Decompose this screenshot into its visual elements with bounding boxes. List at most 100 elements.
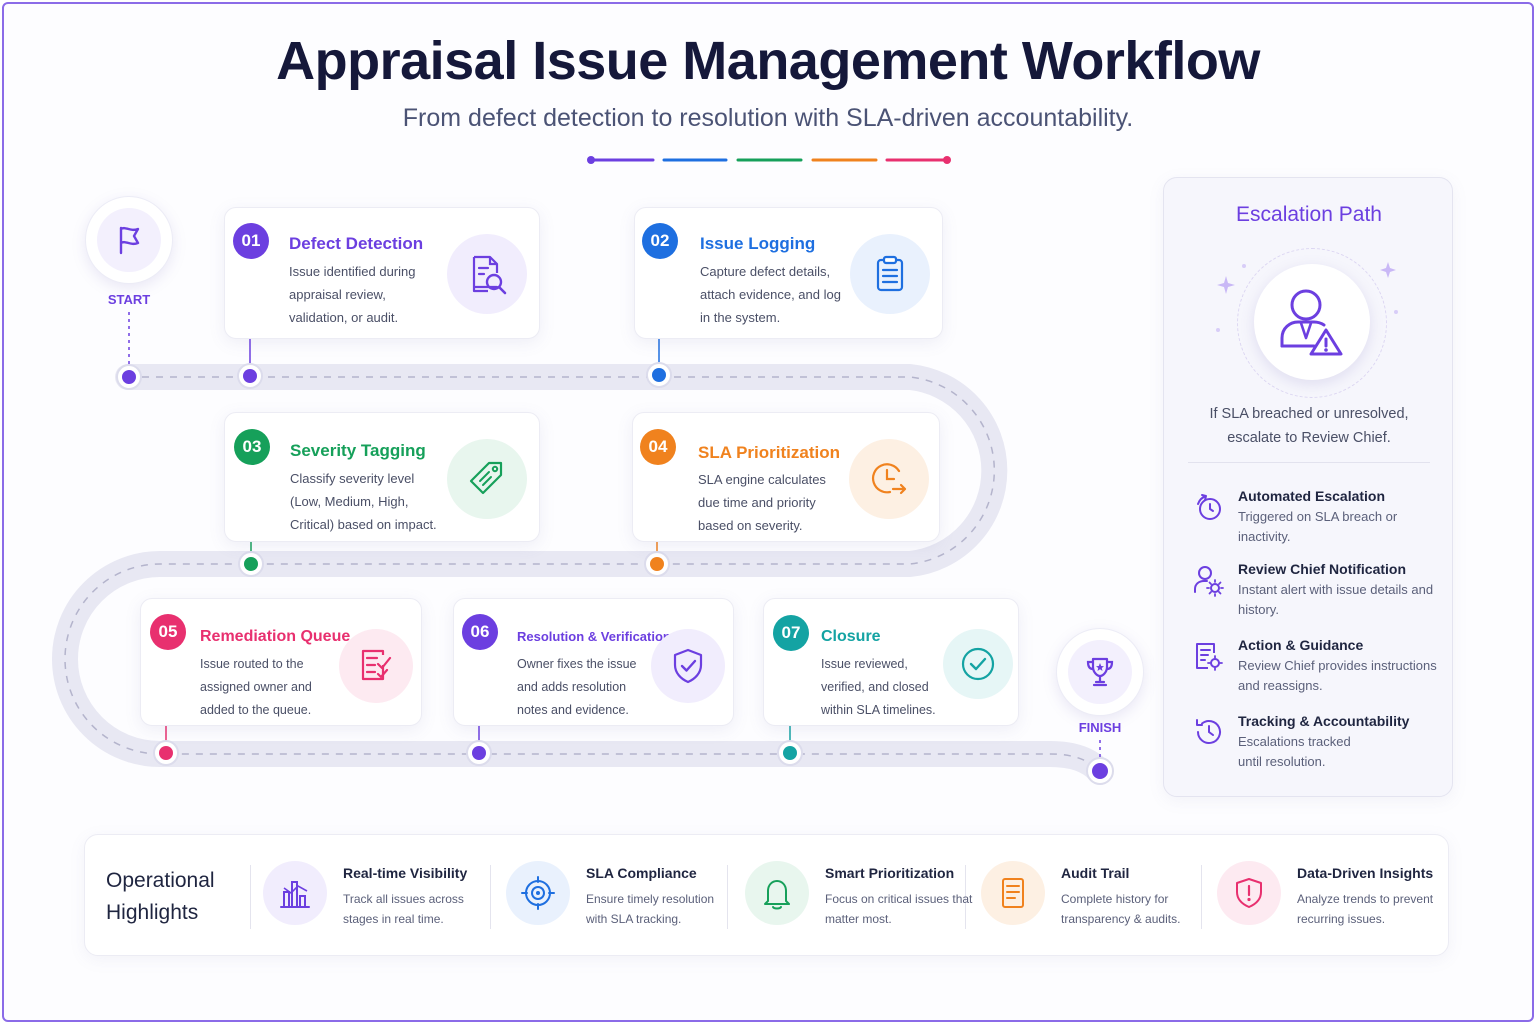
step-description: SLA engine calculates due time and prior… [698, 472, 826, 533]
highlight-description: Track all issues across stages in real t… [343, 892, 464, 926]
title-decoration [587, 156, 951, 164]
highlight-title: SLA Compliance [586, 865, 697, 881]
flag-icon [119, 226, 140, 255]
path-node-start [116, 364, 142, 390]
step-number-badge: 01 [233, 223, 269, 259]
path-node-02 [646, 362, 672, 388]
highlight-title: Audit Trail [1061, 865, 1130, 881]
highlight-description: Ensure timely resolution with SLA tracki… [586, 892, 715, 926]
step-number-badge: 04 [640, 429, 676, 465]
avatar-ring [1237, 248, 1387, 398]
document-search-icon [447, 234, 527, 314]
step-description: Issue identified during appraisal review… [289, 264, 416, 325]
finish-label: FINISH [1078, 720, 1122, 735]
bar-chart-icon [263, 861, 327, 925]
step-description: Issue reviewed, verified, and closed wit… [821, 657, 936, 717]
step-number-badge: 02 [642, 223, 678, 259]
path-node-06 [466, 740, 492, 766]
sparkle-decoration [1216, 262, 1398, 332]
divider [250, 865, 251, 929]
escalation-item-title: Automated Escalation [1238, 488, 1386, 504]
highlight-data-driven-insights: Data-Driven Insights Analyze trends to p… [1217, 861, 1447, 931]
path-node-07 [777, 740, 803, 766]
highlight-audit-trail: Audit Trail Complete history for transpa… [981, 861, 1211, 931]
escalation-item-automated: Automated Escalation Triggered on SLA br… [1192, 488, 1442, 548]
highlight-sla-compliance: SLA Compliance Ensure timely resolution … [506, 861, 736, 931]
divider [1201, 865, 1202, 929]
divider [965, 865, 966, 929]
step-card-07[interactable]: 07 Closure Issue reviewed, verified, and… [763, 598, 1019, 726]
escalation-item-title: Review Chief Notification [1238, 561, 1407, 577]
start-label: START [107, 292, 151, 307]
highlight-smart-prioritization: Smart Prioritization Focus on critical i… [745, 861, 975, 931]
bell-icon [745, 861, 809, 925]
user-gear-icon [1192, 563, 1226, 597]
step-title: Issue Logging [700, 234, 816, 253]
step-card-05[interactable]: 05 Remediation Queue Issue routed to the… [140, 598, 422, 726]
step-card-04[interactable]: 04 SLA Prioritization SLA engine calcula… [632, 412, 940, 542]
step-title: Defect Detection [289, 234, 424, 253]
escalation-title: Escalation Path [1236, 203, 1382, 226]
clock-arrow-icon [849, 439, 929, 519]
escalation-item-tracking: Tracking & Accountability Escalations tr… [1192, 713, 1442, 773]
highlight-title: Data-Driven Insights [1297, 865, 1434, 881]
start-marker: START [85, 196, 173, 307]
step-card-02[interactable]: 02 Issue Logging Capture defect details,… [634, 207, 943, 339]
step-title: Resolution & Verification [517, 629, 671, 644]
document-icon [981, 861, 1045, 925]
highlight-description: Focus on critical issues that matter mos… [825, 892, 973, 926]
step-card-01[interactable]: 01 Defect Detection Issue identified dur… [224, 207, 540, 339]
review-chief-avatar [1254, 264, 1370, 380]
escalation-item-guidance: Action & Guidance Review Chief provides … [1192, 637, 1442, 697]
highlight-title: Real-time Visibility [343, 865, 468, 881]
step-number-badge: 05 [150, 614, 186, 650]
escalation-item-title: Action & Guidance [1238, 637, 1364, 653]
escalation-item-description: Review Chief provides instructions and r… [1238, 658, 1437, 693]
path-node-04 [644, 551, 670, 577]
step-title: SLA Prioritization [698, 443, 840, 462]
path-node-finish [1086, 757, 1114, 785]
clipboard-icon [850, 234, 930, 314]
page-subtitle: From defect detection to resolution with… [402, 104, 1134, 132]
escalation-item-title: Tracking & Accountability [1238, 713, 1410, 729]
checklist-icon [339, 629, 413, 703]
tag-icon [447, 439, 527, 519]
step-number-badge: 06 [462, 614, 498, 650]
highlight-description: Analyze trends to prevent recurring issu… [1297, 892, 1434, 926]
highlights-title: Operational Highlights [106, 869, 215, 924]
step-title: Severity Tagging [290, 441, 426, 460]
finish-marker: FINISH [1056, 628, 1144, 735]
escalation-description: If SLA breached or unresolved, escalate … [1209, 406, 1409, 446]
step-title: Closure [821, 628, 881, 645]
step-number-badge: 07 [773, 615, 809, 651]
divider [727, 865, 728, 929]
shield-check-icon [651, 629, 725, 703]
shield-alert-icon [1217, 861, 1281, 925]
path-node-05 [153, 740, 179, 766]
escalation-item-notification: Review Chief Notification Instant alert … [1192, 561, 1442, 621]
step-description: Classify severity level (Low, Medium, Hi… [290, 471, 437, 532]
guidance-doc-icon [1192, 639, 1226, 673]
divider [490, 865, 491, 929]
timer-escalation-icon [1192, 490, 1226, 524]
step-description: Capture defect details, attach evidence,… [700, 264, 841, 325]
step-card-06[interactable]: 06 Resolution & Verification Owner fixes… [453, 598, 734, 726]
highlight-title: Smart Prioritization [825, 865, 955, 881]
step-description: Owner fixes the issue and adds resolutio… [517, 657, 637, 717]
operational-highlights: Operational Highlights Real-time Visibil… [84, 834, 1449, 956]
highlight-description: Complete history for transparency & audi… [1061, 892, 1181, 926]
path-node-03 [238, 551, 264, 577]
history-icon [1192, 715, 1226, 749]
page-title: Appraisal Issue Management Workflow [276, 31, 1260, 91]
escalation-item-description: Escalations tracked until resolution. [1238, 734, 1351, 769]
step-description: Issue routed to the assigned owner and a… [200, 657, 312, 717]
step-title: Remediation Queue [200, 628, 351, 645]
step-card-03[interactable]: 03 Severity Tagging Classify severity le… [224, 412, 540, 542]
user-alert-icon [1280, 289, 1343, 356]
step-number-badge: 03 [234, 429, 270, 465]
trophy-icon [1086, 657, 1114, 687]
highlight-real-time-visibility: Real-time Visibility Track all issues ac… [263, 861, 493, 931]
target-icon [506, 861, 570, 925]
check-circle-icon [943, 629, 1013, 699]
escalation-panel: Escalation Path If SLA breached or unres… [1163, 177, 1453, 797]
